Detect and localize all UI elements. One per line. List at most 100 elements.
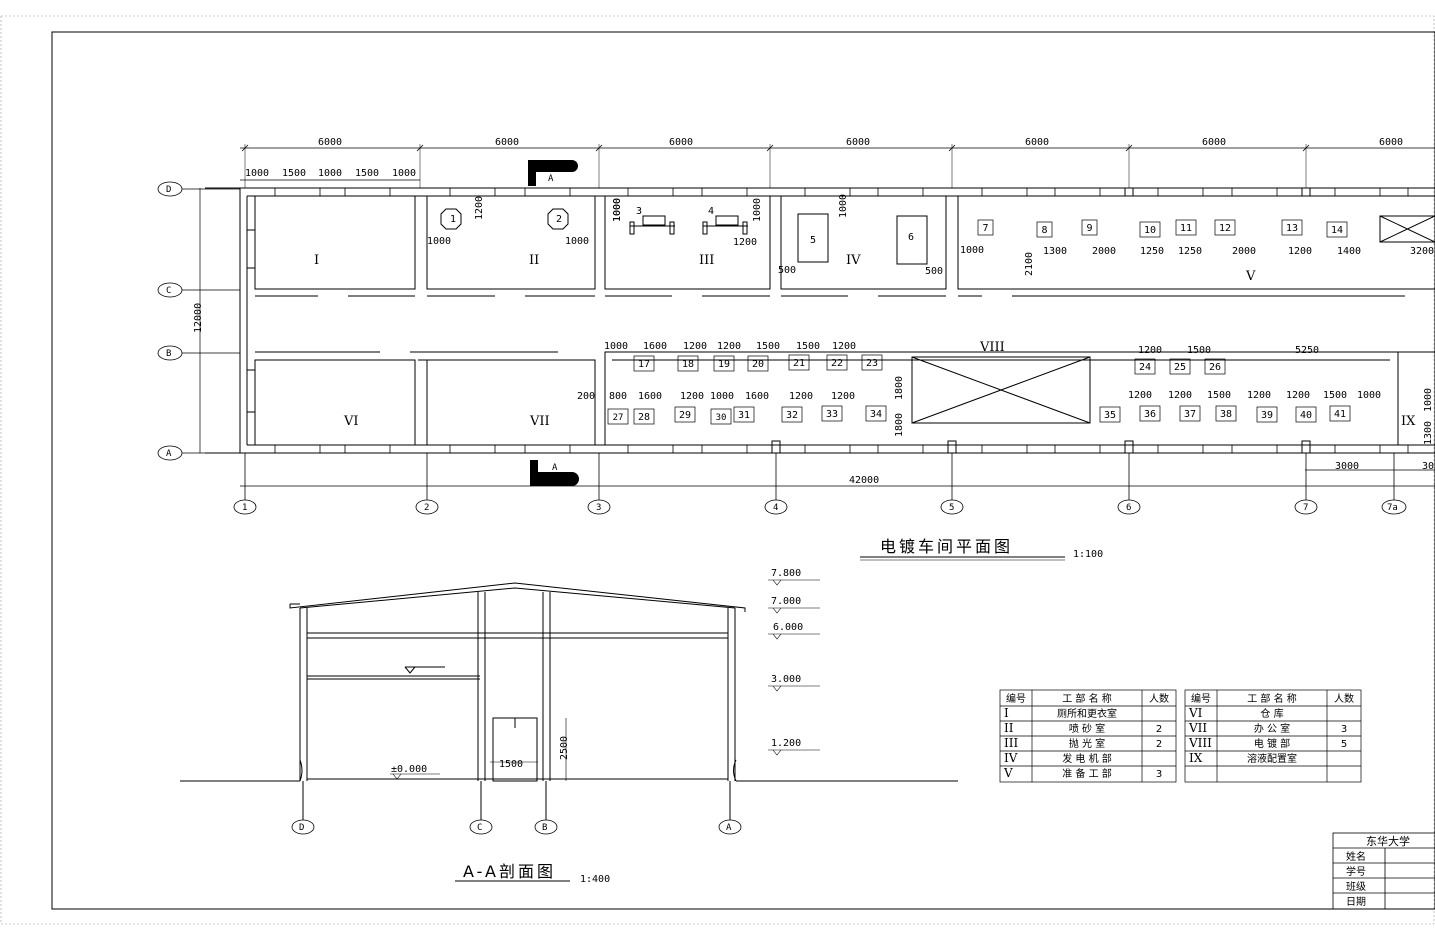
field-id: 学号: [1346, 865, 1366, 878]
equipment-number: 22: [831, 358, 843, 369]
dim-3000: 3000: [1335, 461, 1359, 472]
elevation-6000: 6.000: [773, 622, 803, 633]
room-IX: IX: [1401, 414, 1416, 429]
dimension-label: 1200: [733, 237, 757, 248]
equipment-box: [1169, 358, 1191, 375]
dimension-label: 1250: [1178, 246, 1202, 257]
room-VII: VII: [529, 414, 550, 429]
dimension-label: 1200: [832, 341, 856, 352]
equipment-box: [633, 355, 655, 372]
axis-row-markers: [157, 181, 240, 461]
elevation-markers: [390, 579, 820, 780]
room-III: III: [699, 253, 714, 268]
svg-text:1000: 1000: [392, 168, 416, 179]
dimension-label: 1200: [474, 196, 485, 220]
dimension-label: 200: [577, 391, 595, 402]
dimension-label: 1000: [1357, 390, 1381, 401]
equipment-box: [1256, 406, 1278, 423]
axis-D: D: [166, 185, 171, 195]
dimension-label: 1500: [1187, 345, 1211, 356]
axis-7a: 7a: [1387, 503, 1398, 513]
plan-title: 电镀车间平面图: [880, 537, 1013, 556]
equipment-number: 31: [738, 410, 750, 421]
elevation-1200: 1.200: [771, 738, 801, 749]
equipment-box: [1081, 219, 1098, 236]
legend-cell: 人数: [1149, 692, 1169, 705]
dimension-label: 1200: [1168, 390, 1192, 401]
bay-dim: 6000: [1202, 137, 1226, 148]
legend-table-right: [1184, 689, 1362, 783]
equipment-box: [674, 406, 696, 423]
dimension-label: 500: [925, 266, 943, 277]
equipment-number: 12: [1219, 223, 1231, 234]
equipment-number: 8: [1041, 225, 1047, 236]
floor-plan: [205, 187, 1435, 454]
dimension-label: 1500: [756, 341, 780, 352]
legend-cell: 2: [1156, 739, 1162, 750]
legend-cell: 厕所和更衣室: [1057, 707, 1117, 720]
equipment-number: 30: [716, 413, 727, 423]
equipment-box: [788, 354, 810, 371]
legend-cell: 5: [1341, 739, 1347, 750]
equipment-number: 2: [556, 214, 562, 225]
svg-text:1000: 1000: [245, 168, 269, 179]
equipment-box: [977, 219, 994, 236]
equipment-box: [677, 355, 699, 372]
equipment-number: 34: [870, 409, 882, 420]
dimension-label: 3200: [1410, 246, 1434, 257]
elevation-7000: 7.000: [771, 596, 801, 607]
equipment-number: 37: [1184, 409, 1196, 420]
dimension-label: 1000: [612, 198, 623, 222]
equipment-number: 35: [1104, 410, 1116, 421]
equipment-number: 3: [636, 206, 642, 217]
section-drawing: [180, 582, 958, 820]
axis-A: A: [166, 449, 172, 459]
bay-dim: 6000: [1025, 137, 1049, 148]
equipment-number: 26: [1209, 362, 1221, 373]
equipment-number: 40: [1300, 410, 1312, 421]
legend-cell: 编号: [1191, 692, 1211, 705]
equipment-box: [633, 408, 655, 425]
equipment-number: 27: [613, 413, 624, 423]
dimension-label: 2000: [1092, 246, 1116, 257]
dim-30: 30: [1422, 461, 1434, 472]
legend-cell: IX: [1189, 751, 1203, 765]
dimension-label: 1250: [1140, 246, 1164, 257]
equipment-number: 36: [1144, 409, 1156, 420]
bay-dim: 6000: [846, 137, 870, 148]
equipment-number: 7: [982, 223, 988, 234]
equipment-box: [1179, 405, 1201, 422]
dimension-label: 1000: [565, 236, 589, 247]
equipment-number: 32: [786, 410, 798, 421]
legend-cell: 工 部 名 称: [1247, 692, 1297, 705]
legend-cell: 2: [1156, 724, 1162, 735]
dimension-label: 1000: [838, 194, 849, 218]
legend-cell: V: [1003, 766, 1013, 780]
dimension-label: 1800: [894, 413, 905, 437]
svg-text:A: A: [552, 463, 558, 473]
legend-cell: 3: [1156, 769, 1162, 780]
dimension-label: 1000: [960, 245, 984, 256]
equipment-box: [1099, 406, 1121, 423]
legend-cell: VII: [1188, 721, 1207, 735]
svg-text:1000: 1000: [318, 168, 342, 179]
top-small-dimensions: 1000 1500 1000 1500 1000: [245, 168, 416, 179]
equipment-box: [1139, 405, 1161, 422]
dimension-label: 1500: [1207, 390, 1231, 401]
section-cut-marker-top: A: [528, 160, 578, 186]
dimension-label: 1200: [683, 341, 707, 352]
dimension-label: 1300: [1423, 421, 1434, 445]
legend-cell: III: [1004, 736, 1018, 750]
axis-4: 4: [773, 503, 778, 513]
equipment-number: 4: [708, 206, 714, 217]
dimension-label: 1200: [831, 391, 855, 402]
plan-scale: 1:100: [1073, 549, 1103, 560]
legend-cell: 工 部 名 称: [1062, 692, 1112, 705]
legend-cell: 喷 砂 室: [1069, 722, 1105, 735]
elevation-ground: ±0.000: [391, 764, 427, 775]
equipment-number: 33: [826, 409, 838, 420]
svg-text:A: A: [548, 174, 554, 184]
room-I: I: [314, 253, 319, 268]
